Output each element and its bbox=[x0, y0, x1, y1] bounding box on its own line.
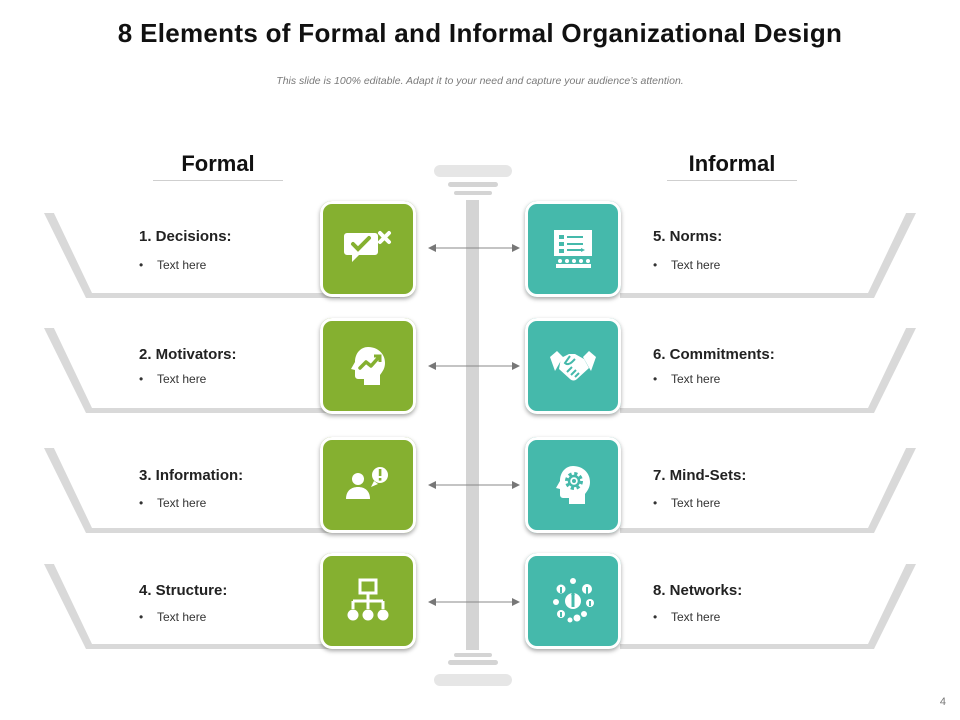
bullet-text: Text here bbox=[157, 610, 207, 624]
formal-tile-4 bbox=[320, 553, 416, 649]
bullet-dot: • bbox=[139, 258, 144, 272]
head-gear-icon bbox=[556, 466, 590, 504]
formal-item-title-3: 3. Information: bbox=[139, 467, 244, 484]
bullet-text: Text here bbox=[671, 496, 721, 510]
formal-tile-3 bbox=[320, 437, 416, 533]
informal-card-3 bbox=[620, 444, 916, 533]
informal-item-bullet-3: • Text here bbox=[653, 496, 720, 510]
bullet-text: Text here bbox=[671, 372, 721, 386]
informal-tile-3 bbox=[525, 437, 621, 533]
formal-tile-1 bbox=[320, 201, 416, 297]
formal-item-title-2: 2. Motivators: bbox=[139, 346, 237, 363]
pillar-bottom-ring bbox=[448, 660, 498, 665]
decision-check-cross-icon bbox=[344, 231, 391, 262]
bullet-text: Text here bbox=[157, 372, 207, 386]
formal-item-bullet-3: • Text here bbox=[139, 496, 206, 510]
bullet-text: Text here bbox=[671, 258, 721, 272]
bullet-dot: • bbox=[139, 496, 144, 510]
informal-item-bullet-2: • Text here bbox=[653, 372, 720, 386]
pillar-top-ring bbox=[448, 182, 498, 187]
pillar-bottom-ring-small bbox=[454, 653, 492, 657]
informal-item-title-1: 5. Norms: bbox=[653, 228, 723, 245]
formal-item-bullet-1: • Text here bbox=[139, 258, 206, 272]
formal-heading-underline bbox=[153, 180, 283, 181]
informal-heading-underline bbox=[667, 180, 797, 181]
pillar-shaft bbox=[466, 200, 479, 650]
handshake-icon bbox=[550, 351, 596, 381]
bullet-dot: • bbox=[139, 610, 144, 624]
informal-tile-1 bbox=[525, 201, 621, 297]
people-network-icon bbox=[553, 578, 594, 623]
informal-item-title-3: 7. Mind-Sets: bbox=[653, 467, 747, 484]
informal-tile-2 bbox=[525, 318, 621, 414]
formal-card-1 bbox=[44, 209, 340, 298]
presentation-audience-icon bbox=[554, 230, 592, 268]
bullet-dot: • bbox=[653, 496, 658, 510]
informal-tile-4 bbox=[525, 553, 621, 649]
slide-title: 8 Elements of Formal and Informal Organi… bbox=[117, 18, 843, 48]
pillar-bottom-cap bbox=[434, 674, 512, 686]
bullet-dot: • bbox=[139, 372, 144, 386]
bullet-dot: • bbox=[653, 258, 658, 272]
informal-card-4 bbox=[620, 560, 916, 649]
head-growth-icon bbox=[351, 347, 385, 385]
org-hierarchy-icon bbox=[347, 578, 389, 621]
connector-arrows bbox=[428, 244, 520, 606]
formal-card-2 bbox=[44, 324, 340, 413]
formal-heading: Formal bbox=[181, 151, 255, 176]
bullet-text: Text here bbox=[671, 610, 721, 624]
informal-item-bullet-1: • Text here bbox=[653, 258, 720, 272]
person-alert-icon bbox=[346, 467, 388, 499]
bullet-dot: • bbox=[653, 372, 658, 386]
informal-card-2 bbox=[620, 324, 916, 413]
informal-item-bullet-4: • Text here bbox=[653, 610, 720, 624]
informal-card-1 bbox=[620, 209, 916, 298]
formal-item-bullet-4: • Text here bbox=[139, 610, 206, 624]
pillar-top-cap bbox=[434, 165, 512, 177]
formal-item-title-1: 1. Decisions: bbox=[139, 228, 232, 245]
formal-tile-2 bbox=[320, 318, 416, 414]
informal-item-title-4: 8. Networks: bbox=[653, 582, 743, 599]
formal-item-bullet-2: • Text here bbox=[139, 372, 206, 386]
pillar-top-ring-small bbox=[454, 191, 492, 195]
page-number: 4 bbox=[939, 696, 946, 708]
formal-card-4 bbox=[44, 560, 340, 649]
bullet-text: Text here bbox=[157, 258, 207, 272]
informal-item-title-2: 6. Commitments: bbox=[653, 346, 775, 363]
informal-heading: Informal bbox=[688, 151, 776, 176]
central-pillar bbox=[434, 165, 512, 686]
bullet-text: Text here bbox=[157, 496, 207, 510]
bullet-dot: • bbox=[653, 610, 658, 624]
formal-card-3 bbox=[44, 444, 340, 533]
formal-item-title-4: 4. Structure: bbox=[139, 582, 228, 599]
slide-subtitle: This slide is 100% editable. Adapt it to… bbox=[276, 75, 684, 87]
